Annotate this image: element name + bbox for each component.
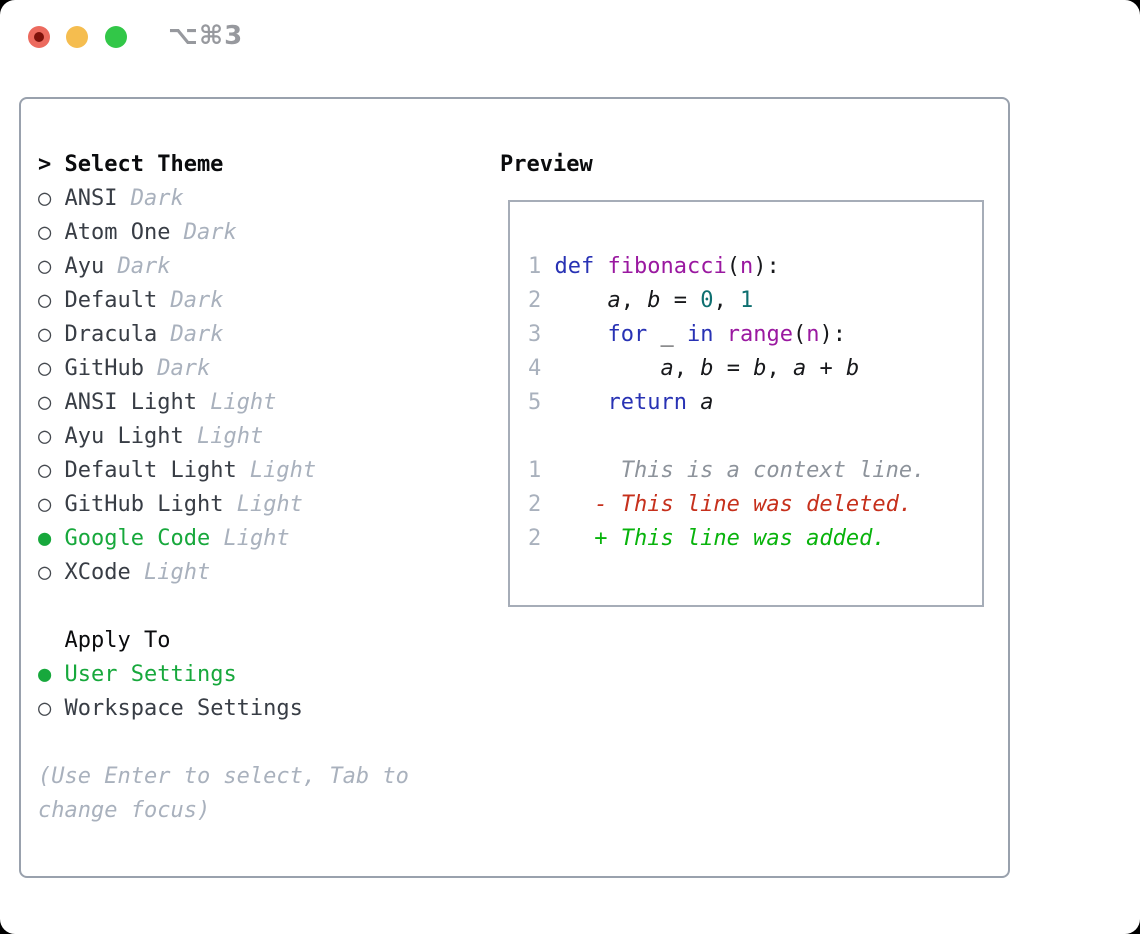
radio-empty-icon: ○	[38, 560, 65, 585]
code-line: 5 return a	[528, 386, 982, 420]
theme-option-github-light[interactable]: ○ GitHub Light Light	[38, 492, 303, 517]
theme-option-ansi-light[interactable]: ○ ANSI Light Light	[38, 390, 277, 415]
apply-option-user-settings[interactable]: ● User Settings	[38, 662, 237, 687]
close-dot-icon	[34, 32, 44, 42]
radio-empty-icon: ○	[38, 322, 65, 347]
radio-empty-icon: ○	[38, 288, 65, 313]
theme-option-atom-one[interactable]: ○ Atom One Dark	[38, 220, 237, 245]
help-text: (Use Enter to select, Tab to	[38, 764, 409, 789]
radio-selected-icon: ●	[38, 526, 65, 551]
blank-line	[38, 726, 409, 760]
theme-option-ayu[interactable]: ○ Ayu Dark	[38, 254, 171, 279]
blank-line	[38, 590, 409, 624]
section-title-apply-to: Apply To	[38, 628, 171, 653]
diff-line: 2 - This line was deleted.	[528, 488, 982, 522]
radio-empty-icon: ○	[38, 186, 65, 211]
theme-picker-list: > Select Theme ○ ANSI Dark ○ Atom One Dark…	[38, 148, 409, 828]
theme-option-default[interactable]: ○ Default Dark	[38, 288, 224, 313]
traffic-light-zoom[interactable]	[105, 26, 127, 48]
radio-empty-icon: ○	[38, 492, 65, 517]
theme-option-ayu-light[interactable]: ○ Ayu Light Light	[38, 424, 264, 449]
theme-option-google-code[interactable]: ● Google Code Light	[38, 526, 290, 551]
code-line: 2 a, b = 0, 1	[528, 284, 982, 318]
theme-option-default-light[interactable]: ○ Default Light Light	[38, 458, 317, 483]
traffic-light-close[interactable]	[28, 26, 50, 48]
line-number: 3	[528, 322, 542, 347]
theme-picker-panel: > Select Theme ○ ANSI Dark ○ Atom One Dark…	[19, 97, 1010, 878]
blank-line	[528, 420, 982, 454]
radio-empty-icon: ○	[38, 424, 65, 449]
radio-empty-icon: ○	[38, 390, 65, 415]
radio-empty-icon: ○	[38, 696, 65, 721]
apply-option-workspace-settings[interactable]: ○ Workspace Settings	[38, 696, 303, 721]
code-line: 4 a, b = b, a + b	[528, 352, 982, 386]
radio-empty-icon: ○	[38, 458, 65, 483]
line-number: 1	[528, 254, 542, 279]
help-text: change focus)	[38, 798, 211, 823]
titlebar: ⌥⌘3	[0, 0, 1140, 74]
theme-option-ansi[interactable]: ○ ANSI Dark	[38, 186, 184, 211]
preview-title: Preview	[500, 152, 593, 177]
line-number: 2	[528, 288, 542, 313]
theme-option-xcode[interactable]: ○ XCode Light	[38, 560, 211, 585]
diff-line: 2 + This line was added.	[528, 522, 982, 556]
line-number: 2	[528, 526, 542, 551]
radio-empty-icon: ○	[38, 356, 65, 381]
line-number: 2	[528, 492, 542, 517]
section-title-select-theme: > Select Theme	[38, 152, 224, 177]
code-line: 3 for _ in range(n):	[528, 318, 982, 352]
radio-selected-icon: ●	[38, 662, 65, 687]
radio-empty-icon: ○	[38, 254, 65, 279]
traffic-light-minimize[interactable]	[66, 26, 88, 48]
theme-option-dracula[interactable]: ○ Dracula Dark	[38, 322, 224, 347]
diff-line: 1 This is a context line.	[528, 454, 982, 488]
line-number: 1	[528, 458, 542, 483]
radio-empty-icon: ○	[38, 220, 65, 245]
line-number: 5	[528, 390, 542, 415]
window-shortcut-label: ⌥⌘3	[168, 21, 244, 51]
theme-option-github[interactable]: ○ GitHub Dark	[38, 356, 211, 381]
line-number: 4	[528, 356, 542, 381]
